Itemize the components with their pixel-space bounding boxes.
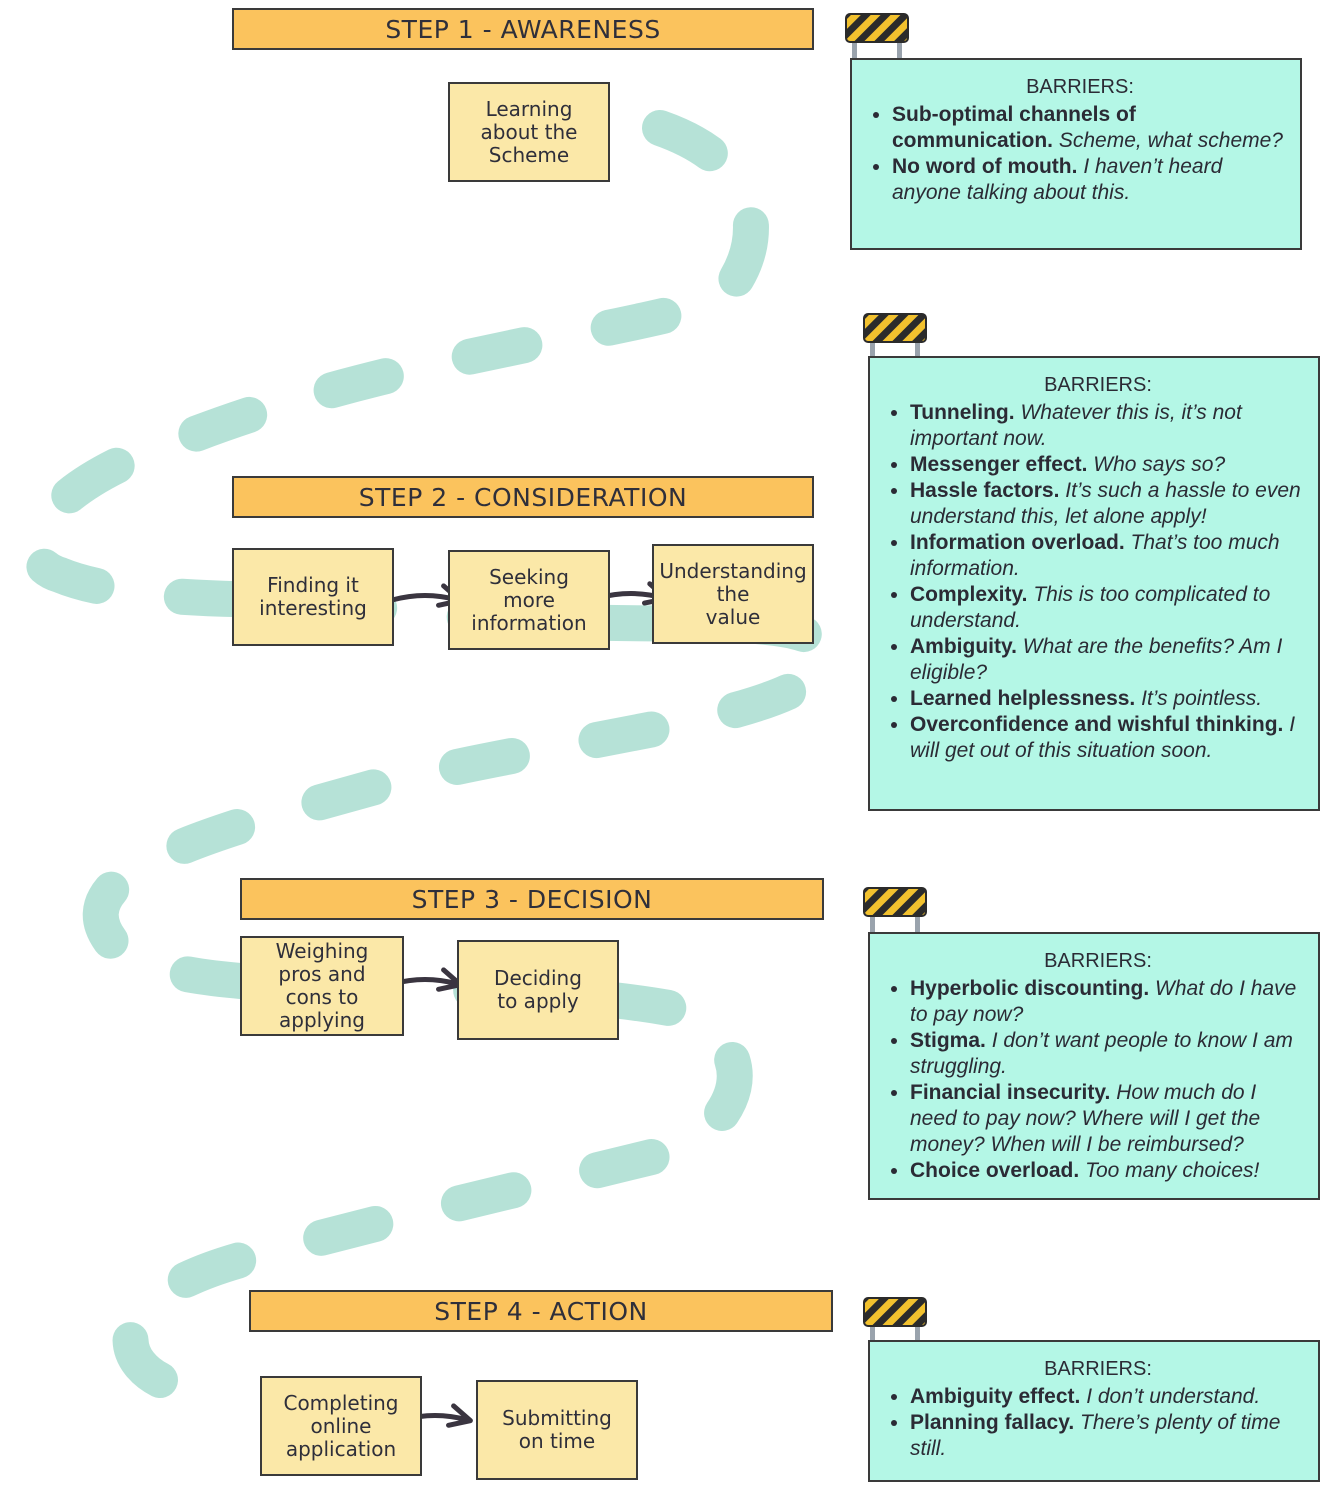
roadblock-sign-icon <box>863 887 927 942</box>
step-1-barriers: BARRIERS: Sub-optimal channels of commun… <box>850 58 1302 250</box>
barriers-title: BARRIERS: <box>1044 374 1152 396</box>
barrier-quote: It’s pointless. <box>1141 687 1263 710</box>
barrier-name: Ambiguity. <box>910 635 1017 658</box>
barrier-name: Ambiguity effect. <box>910 1385 1081 1408</box>
barrier-name: Complexity. <box>910 583 1028 606</box>
barriers-title: BARRIERS: <box>1044 950 1152 972</box>
barrier-item: Ambiguity effect. I don’t understand. <box>910 1384 1308 1410</box>
barrier-list: Hyperbolic discounting. What do I have t… <box>888 976 1308 1184</box>
barrier-quote: How much do I need to pay now? Where wil… <box>910 1081 1261 1156</box>
dashed-journey-line <box>17 110 842 1398</box>
barrier-item: Hassle factors. It’s such a hassle to ev… <box>910 478 1308 530</box>
stage-weighing-pros-cons: Weighing pros and cons to applying <box>240 936 404 1036</box>
barrier-item: Information overload. That’s too much in… <box>910 530 1308 582</box>
barrier-item: Choice overload. Too many choices! <box>910 1158 1308 1184</box>
barrier-quote: That’s too much information. <box>910 531 1280 580</box>
barrier-list: Tunneling. Whatever this is, it’s not im… <box>888 400 1308 764</box>
barrier-item: Learned helplessness. It’s pointless. <box>910 686 1308 712</box>
barrier-item: Messenger effect. Who says so? <box>910 452 1308 478</box>
barrier-item: No word of mouth. I haven’t heard anyone… <box>892 154 1290 206</box>
step-2-barriers: BARRIERS: Tunneling. Whatever this is, i… <box>868 356 1320 811</box>
barrier-item: Tunneling. Whatever this is, it’s not im… <box>910 400 1308 452</box>
barriers-title: BARRIERS: <box>1044 1358 1152 1380</box>
stage-understanding-value: Understanding the value <box>652 544 814 644</box>
roadblock-sign-icon <box>863 313 927 368</box>
roadblock-sign-icon <box>845 13 909 68</box>
barrier-list: Ambiguity effect. I don’t understand. Pl… <box>888 1384 1308 1462</box>
barrier-item: Hyperbolic discounting. What do I have t… <box>910 976 1308 1028</box>
barrier-quote: I don’t want people to know I am struggl… <box>910 1029 1293 1078</box>
barrier-quote: Scheme, what scheme? <box>1058 129 1283 152</box>
stage-learning-about-scheme: Learning about the Scheme <box>448 82 610 182</box>
barrier-quote: Too many choices! <box>1085 1159 1260 1182</box>
barrier-name: Messenger effect. <box>910 453 1088 476</box>
barrier-quote: I don’t understand. <box>1086 1385 1261 1408</box>
roadblock-sign-icon <box>863 1297 927 1352</box>
stage-deciding-to-apply: Deciding to apply <box>457 940 619 1040</box>
barriers-title: BARRIERS: <box>1026 76 1134 98</box>
barrier-quote: Who says so? <box>1093 453 1226 476</box>
barrier-name: Choice overload. <box>910 1159 1080 1182</box>
barrier-name: Sub-optimal channels of communication. <box>892 103 1136 152</box>
barrier-name: Learned helplessness. <box>910 687 1136 710</box>
step-1-header: STEP 1 - AWARENESS <box>232 8 814 50</box>
barrier-name: No word of mouth. <box>892 155 1078 178</box>
barrier-name: Stigma. <box>910 1029 986 1052</box>
step-3-barriers: BARRIERS: Hyperbolic discounting. What d… <box>868 932 1320 1200</box>
barrier-name: Hyperbolic discounting. <box>910 977 1150 1000</box>
stage-submitting-on-time: Submitting on time <box>476 1380 638 1480</box>
barrier-name: Hassle factors. <box>910 479 1060 502</box>
stage-finding-interesting: Finding it interesting <box>232 548 394 646</box>
barrier-list: Sub-optimal channels of communication. S… <box>870 102 1290 206</box>
barrier-name: Information overload. <box>910 531 1125 554</box>
barrier-quote: This is too complicated to understand. <box>910 583 1271 632</box>
barrier-item: Stigma. I don’t want people to know I am… <box>910 1028 1308 1080</box>
barrier-item: Complexity. This is too complicated to u… <box>910 582 1308 634</box>
step-3-header: STEP 3 - DECISION <box>240 878 824 920</box>
barrier-quote: I haven’t heard anyone talking about thi… <box>892 155 1223 204</box>
barrier-name: Overconfidence and wishful thinking. <box>910 713 1284 736</box>
step-4-header: STEP 4 - ACTION <box>249 1290 833 1332</box>
barrier-item: Overconfidence and wishful thinking. I w… <box>910 712 1308 764</box>
step-2-header: STEP 2 - CONSIDERATION <box>232 476 814 518</box>
barrier-quote: What are the benefits? Am I eligible? <box>910 635 1283 684</box>
stage-completing-application: Completing online application <box>260 1376 422 1476</box>
barrier-item: Ambiguity. What are the benefits? Am I e… <box>910 634 1308 686</box>
barrier-item: Financial insecurity. How much do I need… <box>910 1080 1308 1158</box>
barrier-quote: Whatever this is, it’s not important now… <box>910 401 1242 450</box>
barrier-item: Sub-optimal channels of communication. S… <box>892 102 1290 154</box>
barrier-quote: I will get out of this situation soon. <box>910 713 1296 762</box>
barrier-name: Tunneling. <box>910 401 1015 424</box>
barrier-quote: What do I have to pay now? <box>910 977 1297 1026</box>
barrier-quote: It’s such a hassle to even understand th… <box>910 479 1301 528</box>
barrier-quote: There’s plenty of time still. <box>910 1411 1281 1460</box>
barrier-name: Financial insecurity. <box>910 1081 1111 1104</box>
barrier-name: Planning fallacy. <box>910 1411 1075 1434</box>
step-4-barriers: BARRIERS: Ambiguity effect. I don’t unde… <box>868 1340 1320 1482</box>
barrier-item: Planning fallacy. There’s plenty of time… <box>910 1410 1308 1462</box>
stage-seeking-information: Seeking more information <box>448 550 610 650</box>
